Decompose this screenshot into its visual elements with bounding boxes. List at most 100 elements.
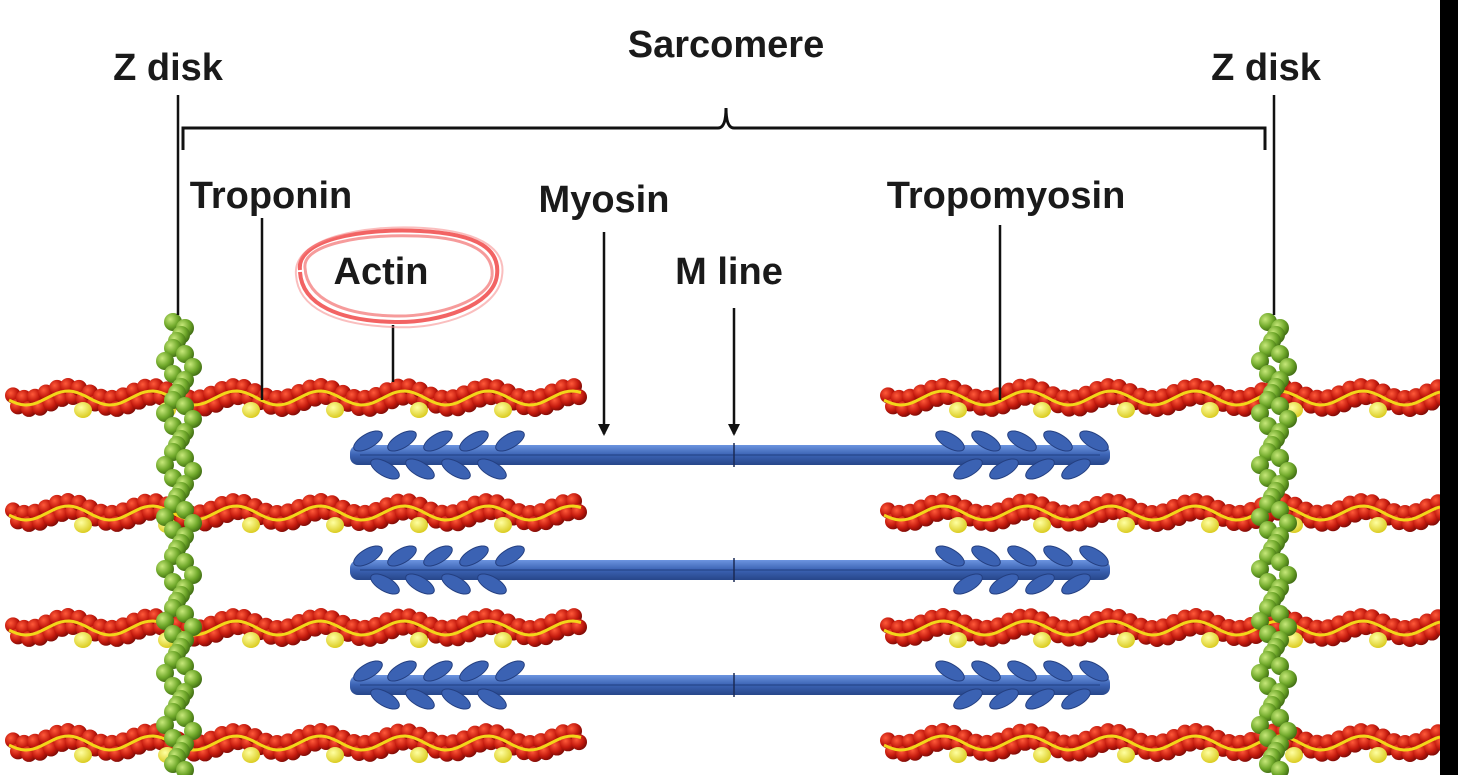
tropomyosin-strand [883,389,1441,407]
troponin-complex [949,517,967,533]
troponin-complex [1033,402,1051,418]
troponin-complex [1201,747,1219,763]
tropomyosin-strand [8,504,582,522]
myosin-filament [350,660,1110,710]
z-disk-bead [1271,397,1289,415]
z-disk-bead [176,501,194,519]
troponin-complex [1033,747,1051,763]
sarcomere-bracket [181,107,1267,150]
myosin-head [1043,660,1073,682]
z-disk-bead [1271,501,1289,519]
myosin-head [495,660,525,682]
z-disk-bead [184,462,202,480]
myosin-head [405,573,435,595]
m-line-arrowhead [728,424,740,436]
z-disk-bead [1279,462,1297,480]
myosin-head [989,573,1019,595]
z-disk-bead [1251,560,1269,578]
z-disk-bead [1279,410,1297,428]
z-disk-bead [1271,605,1289,623]
tropomyosin-label: Tropomyosin [887,175,1126,217]
myosin-head [441,688,471,710]
z-disk-bead [176,605,194,623]
myosin-head [353,545,383,567]
myosin-head [495,430,525,452]
z-disk-bead [184,618,202,636]
z-disk-bead [184,670,202,688]
myosin-head [370,458,400,480]
myosin-head [477,688,507,710]
troponin-complex [1117,517,1135,533]
z-disk-bead [1251,404,1269,422]
myosin-head [935,660,965,682]
myosin-head [353,430,383,452]
myosin-head [387,545,417,567]
troponin-complex [1285,632,1303,648]
z-disk-bead [1279,618,1297,636]
troponin-complex [1369,747,1387,763]
tropomyosin-strand [883,734,1441,752]
z-disk-bead [176,449,194,467]
z-disk-bead [1251,352,1269,370]
troponin-complex [242,747,260,763]
myosin-filaments [350,430,1110,710]
actin-filament [5,493,587,533]
myosin-head [971,430,1001,452]
myosin-head [1043,545,1073,567]
actin-filament [880,723,1451,763]
myosin-head [989,688,1019,710]
actin-bead [571,504,587,521]
z-disk [156,313,202,775]
myosin-head [953,573,983,595]
troponin-complex [949,632,967,648]
myosin-head [423,545,453,567]
z-disk-bead [176,657,194,675]
z-disk-bead [1251,664,1269,682]
z-disk-bead [156,612,174,630]
myosin-filament [350,430,1110,480]
z-disk-bead [156,716,174,734]
z-disk-bead [184,410,202,428]
z-disk-bead [156,508,174,526]
z-disk-bead [184,358,202,376]
tropomyosin-strand [8,619,582,637]
myosin-head [459,545,489,567]
z-disk-bead [156,456,174,474]
troponin-complex [1369,632,1387,648]
troponin-complex [494,402,512,418]
troponin-complex [494,632,512,648]
troponin-complex [242,632,260,648]
troponin-complex [74,632,92,648]
myosin-head [1007,430,1037,452]
myosin-head [405,458,435,480]
myosin-head [935,545,965,567]
z-disk-bead [1279,514,1297,532]
troponin-label: Troponin [190,175,353,217]
troponin-complex [1117,632,1135,648]
actin-filament [880,493,1451,533]
actin-bead [571,734,587,751]
z-disk-bead [1279,358,1297,376]
troponin-complex [949,402,967,418]
z-disk-bead [156,404,174,422]
z-disk [1251,313,1297,775]
z-disk-bead [176,553,194,571]
myosin-filament [350,545,1110,595]
myosin-head [370,573,400,595]
m-line-label: M line [675,251,783,293]
z-disk-bead [156,352,174,370]
troponin-complex [949,747,967,763]
troponin-complex [410,632,428,648]
z-disk-bead [1251,612,1269,630]
myosin-label: Myosin [539,179,670,221]
z-disk-bead [1251,716,1269,734]
z-disk-bead [1271,345,1289,363]
myosin-head [953,688,983,710]
troponin-complex [242,402,260,418]
myosin-head [1061,688,1091,710]
myosin-head [1007,545,1037,567]
troponin-complex [74,747,92,763]
z-disk-bead [1251,508,1269,526]
z-disk-right-label: Z disk [1211,47,1322,89]
